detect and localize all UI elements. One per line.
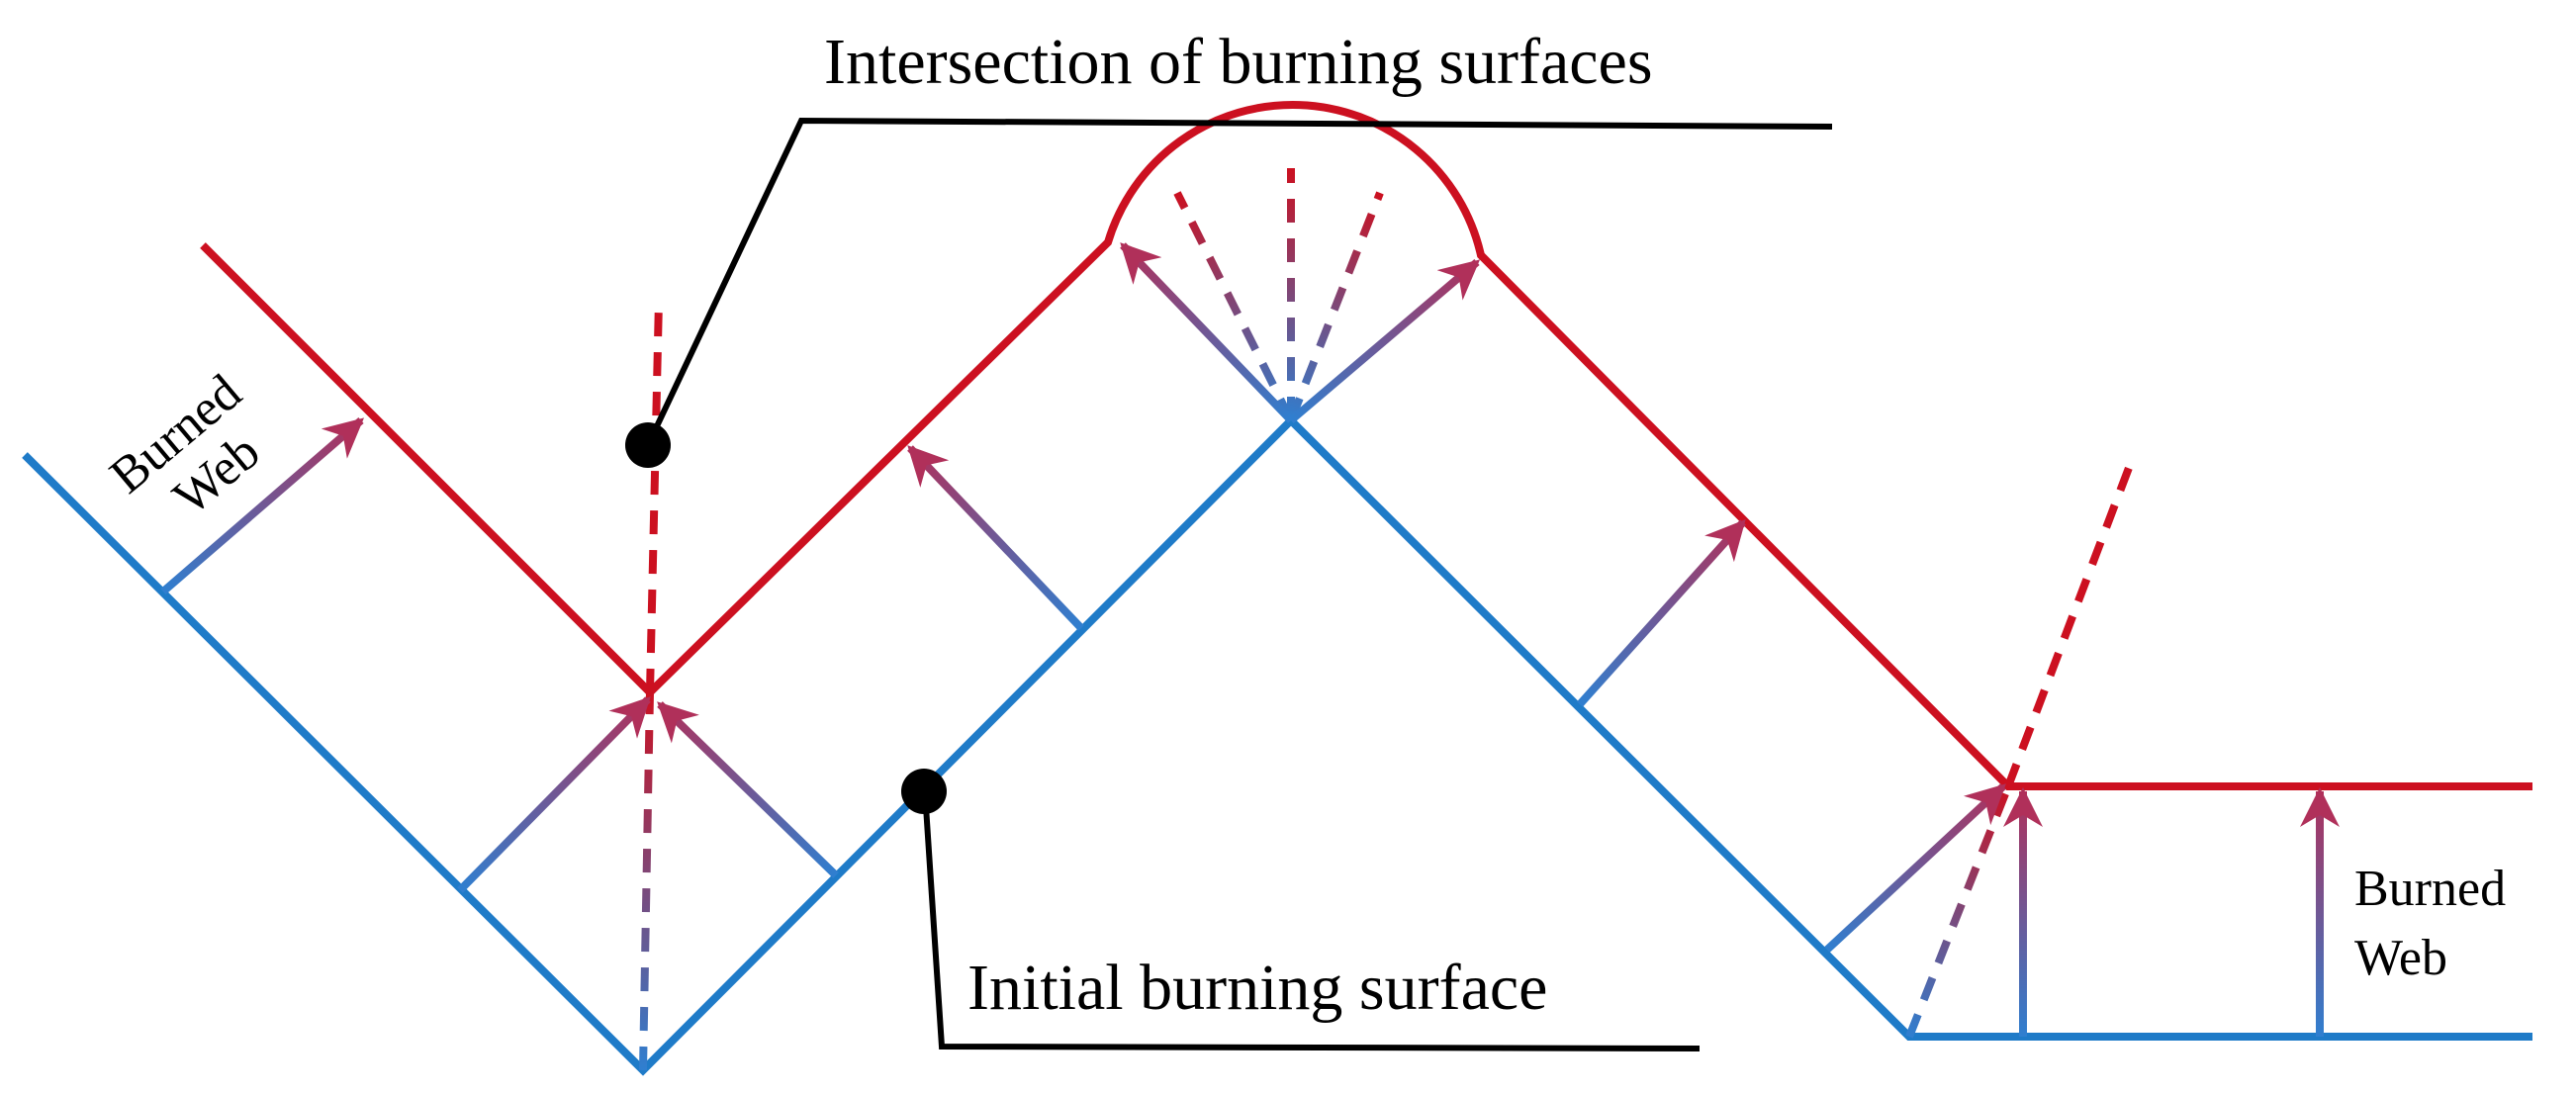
burned-web-arrow-7 bbox=[1577, 519, 1746, 707]
intersection-dashed-line-5 bbox=[1287, 191, 1384, 422]
initial-surface-leader-line bbox=[922, 790, 1701, 1051]
initial-surface-label: Initial burning surface bbox=[967, 952, 1547, 1024]
burned-web-arrow-6 bbox=[1288, 258, 1481, 424]
intersection-callout: Intersection of burning surfaces bbox=[625, 26, 1833, 468]
intersection-label: Intersection of burning surfaces bbox=[824, 26, 1653, 98]
burned-web-arrows bbox=[160, 242, 2340, 1037]
intersection-leader-line bbox=[645, 117, 1833, 447]
burned-web-arrow-2 bbox=[457, 696, 651, 893]
burned-web-arrow-5 bbox=[1120, 242, 1294, 423]
intersection-point-marker bbox=[625, 422, 671, 468]
intersection-dashed-line-7 bbox=[2004, 458, 2136, 788]
burned-web-arrow-8 bbox=[1824, 783, 2006, 953]
initial-surface-point-marker bbox=[901, 769, 947, 814]
burned-web-label-right: Burned Web bbox=[2354, 861, 2506, 986]
initial-surface-callout: Initial burning surface bbox=[901, 769, 1701, 1051]
intersection-dashed-line-2 bbox=[646, 299, 663, 693]
burned-surface-line bbox=[200, 100, 2532, 790]
intersection-dashed-line-3 bbox=[1173, 191, 1295, 422]
burned-web-label-left: Burned Web bbox=[100, 364, 271, 526]
burned-web-arrow-4 bbox=[907, 445, 1084, 631]
burned-web-right-line1: Burned bbox=[2354, 861, 2506, 917]
intersection-dashed-line-1 bbox=[639, 691, 654, 1071]
burned-web-arrow-3 bbox=[657, 701, 839, 878]
burned-web-arrow-1 bbox=[160, 416, 365, 595]
intersection-dashed-line-6 bbox=[1905, 784, 2012, 1039]
intersection-dashed-lines bbox=[639, 168, 2136, 1071]
burned-web-right-line2: Web bbox=[2354, 930, 2447, 986]
